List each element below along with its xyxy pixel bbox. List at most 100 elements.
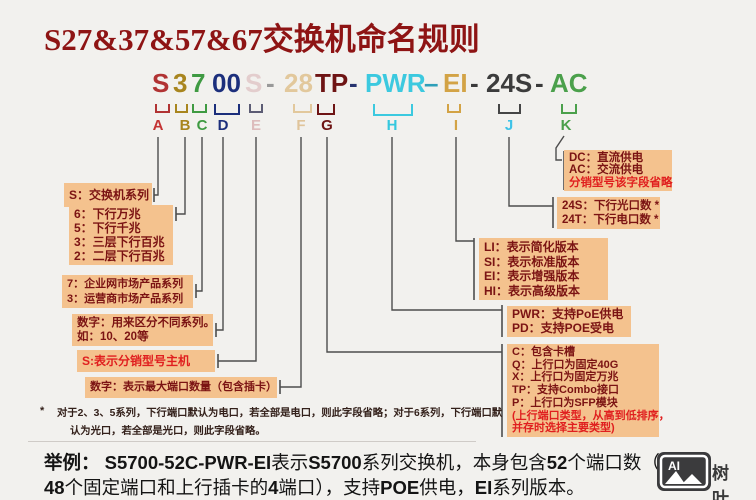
field-letter-I: I <box>453 117 459 134</box>
segment-bracket-10 <box>561 104 577 114</box>
segment-bracket-3 <box>214 104 240 115</box>
segment-bracket-5 <box>293 104 312 113</box>
connector-E <box>218 137 257 362</box>
box-downlink-speed-line-3: 2：二层下行百兆 <box>74 249 165 263</box>
example-line-1-seg-3: S5700 <box>308 452 362 473</box>
example-line-2-seg-0: 48 <box>44 477 65 498</box>
segment-bracket-2 <box>192 104 207 113</box>
example-line-2-seg-5: 供电， <box>419 477 475 498</box>
box-uplink-type-line-3: TP：支持Combo接口 <box>512 384 619 397</box>
box-poe-line-1: PD：支持POE受电 <box>512 320 615 335</box>
divider-line <box>28 441 476 442</box>
connector-I <box>455 137 474 242</box>
watermark-ai-logo-icon: AI <box>657 452 711 491</box>
example-line-2-seg-2: 4 <box>268 477 279 498</box>
box-power-supply-line-1: AC：交流供电 <box>569 164 644 177</box>
connector-D <box>216 137 224 331</box>
box-market-series: 7：企业网市场产品系列 3：运营商市场产品系列 <box>62 275 193 308</box>
field-letter-E: E <box>250 117 262 134</box>
box-uplink-type-line-0: C：包含卡槽 <box>512 346 575 358</box>
segment-bracket-6 <box>317 104 335 115</box>
model-segment-TP: TP <box>315 68 349 98</box>
example-line-1-seg-0: 举例： <box>44 452 105 473</box>
box-switch-series-line-0: S：交换机系列 <box>69 188 150 202</box>
box-switch-series: S：交换机系列 <box>64 183 152 207</box>
model-segment-S: S <box>152 68 170 98</box>
box-series-number-line-0: 数字：用来区分不同系列。 <box>77 317 215 329</box>
example-line-2-seg-1: 个固定端口和上行插卡的 <box>64 477 269 498</box>
model-segment--: - <box>349 68 358 98</box>
model-segment-PWR: PWR <box>365 68 426 98</box>
box-market-series-line-1: 3：运营商市场产品系列 <box>67 292 184 305</box>
connector-G <box>326 137 502 353</box>
box-power-supply-line-2: 分销型号该字段省略 <box>569 176 673 189</box>
field-letter-F: F <box>296 117 306 134</box>
box-distribution-host: S:表示分销型号主机 <box>77 350 215 372</box>
field-letter-G: G <box>321 117 333 134</box>
connector-C <box>196 137 203 292</box>
segment-bracket-1 <box>175 104 188 113</box>
model-segment--: - <box>535 68 544 98</box>
field-letter-J: J <box>504 117 514 134</box>
connector-F <box>280 137 302 388</box>
example-line-1-seg-5: 52 <box>546 452 568 473</box>
field-letter-A: A <box>152 117 164 134</box>
box-series-number-line-1: 如：10、20等 <box>77 331 149 343</box>
box-downlink-speed-line-0: 6：下行万兆 <box>74 207 141 221</box>
box-uplink-type-line-6: 并存时选择主要类型) <box>512 422 615 435</box>
box-port-count: 24S：下行光口数 *24T：下行电口数 * <box>557 197 660 229</box>
footnote-line-1: 对于2、3、5系列，下行端口默认为电口，若全部是电口，则此字段省略；对于6系列，… <box>57 408 503 419</box>
footnote-line-2: 认为光口，若全部是光口，则此字段省略。 <box>70 426 266 437</box>
field-letter-H: H <box>386 117 398 134</box>
model-segment-28: 28 <box>284 68 313 98</box>
box-series-number: 数字：用来区分不同系列。如：10、20等 <box>72 314 215 346</box>
example-line-2: 48个固定端口和上行插卡的4端口），支持POE供电，EI系列版本。 <box>44 476 585 499</box>
box-downlink-speed-line-1: 5：下行千兆 <box>74 221 141 235</box>
box-max-ports-line-0: 数字：表示最大端口数量（包含插卡） <box>90 381 277 393</box>
box-power-supply-line-0: DC：直流供电 <box>569 152 644 164</box>
example-line-1-seg-6: 个端口数（含 <box>567 452 679 473</box>
example-line-1: 举例： S5700-52C-PWR-EI表示S5700系列交换机，本身包含52个… <box>44 451 678 474</box>
model-segment-7: 7 <box>191 68 206 98</box>
segment-bracket-9 <box>498 104 521 114</box>
box-poe-line-0: PWR：支持PoE供电 <box>512 307 624 321</box>
field-letter-D: D <box>217 117 229 134</box>
field-letter-B: B <box>179 117 191 134</box>
box-version-line-3: HI：表示高级版本 <box>484 283 581 298</box>
box-version-line-2: EI：表示增强版本 <box>484 269 580 283</box>
model-segment-AC: AC <box>550 68 588 98</box>
connector-J <box>508 137 553 207</box>
connector-K <box>555 135 565 161</box>
example-line-2-seg-3: 端口），支持 <box>278 477 381 498</box>
box-uplink-type-line-2: X：上行口为固定万兆 <box>512 371 619 384</box>
box-version-line-0: LI：表示简化版本 <box>484 240 579 254</box>
model-segment-S: S <box>245 68 263 98</box>
model-segment-–: – <box>424 68 439 98</box>
box-market-series-line-0: 7：企业网市场产品系列 <box>67 278 184 290</box>
model-segment-00: 00 <box>212 68 241 98</box>
box-version-line-1: SI：表示标准版本 <box>484 254 580 269</box>
watermark-ai-text: AI <box>668 459 680 473</box>
segment-bracket-7 <box>373 104 413 116</box>
connector-A <box>154 137 159 196</box>
box-port-count-line-1: 24T：下行电口数 * <box>562 214 659 226</box>
box-uplink-type-line-4: P：上行口为SFP模块 <box>512 396 618 409</box>
segment-bracket-4 <box>249 104 263 113</box>
field-letter-C: C <box>196 117 208 134</box>
model-segment--: - <box>266 68 275 98</box>
example-line-2-seg-6: EI <box>474 477 493 498</box>
example-line-1-seg-1: S5700-52C-PWR-EI <box>104 452 272 473</box>
box-uplink-type-line-5: (上行端口类型，从高到低排序， <box>512 409 670 422</box>
model-segment-EI: EI <box>443 68 468 98</box>
box-max-ports: 数字：表示最大端口数量（包含插卡） <box>85 377 277 398</box>
box-distribution-host-line-0: S:表示分销型号主机 <box>82 354 191 368</box>
field-letter-K: K <box>560 117 572 134</box>
example-line-2-seg-4: POE <box>380 477 420 498</box>
segment-bracket-0 <box>155 104 170 113</box>
